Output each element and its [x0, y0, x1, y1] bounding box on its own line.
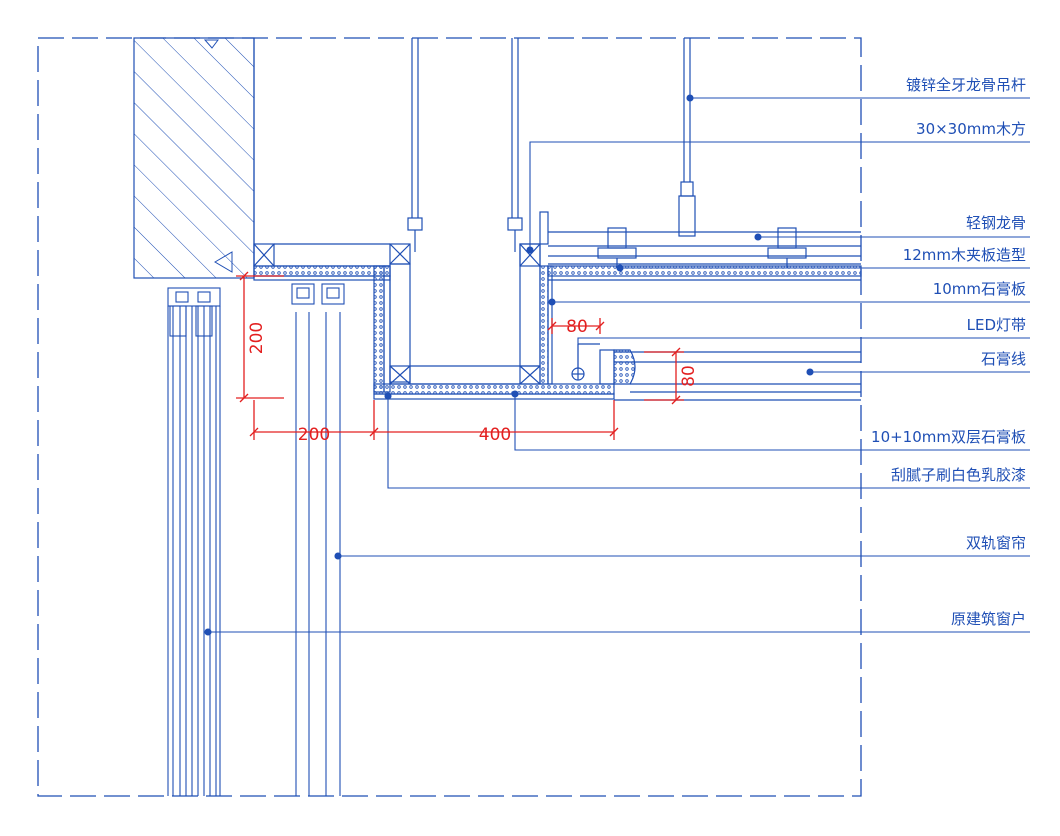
- window-frame: [167, 287, 221, 796]
- label-wood-batten: 30×30mm木方: [916, 120, 1026, 138]
- label-double-gypsum: 10+10mm双层石膏板: [871, 428, 1026, 446]
- label-light-steel-keel: 轻钢龙骨: [966, 214, 1026, 232]
- border-frame: [37, 37, 862, 797]
- label-led-strip: LED灯带: [967, 316, 1026, 334]
- dim-led-offset: 80: [566, 317, 588, 337]
- drop-ceiling-right-wall: [519, 211, 553, 385]
- leader-lines: [204, 94, 1030, 636]
- label-plywood: 12mm木夹板造型: [903, 246, 1026, 264]
- label-gypsum-moulding: 石膏线: [981, 350, 1026, 368]
- keel-brackets: [597, 227, 807, 268]
- label-paint: 刮腻子刷白色乳胶漆: [891, 466, 1026, 484]
- curtain-track: [291, 283, 345, 796]
- curtain-box: [253, 243, 391, 281]
- main-ceiling: [547, 231, 862, 281]
- dim-curtain-box-width: 200: [298, 425, 330, 445]
- label-gypsum-board: 10mm石膏板: [933, 280, 1026, 298]
- hanger-rods: [407, 38, 696, 252]
- concrete-wall: [133, 37, 255, 279]
- dim-ceiling-drop-width: 400: [479, 425, 511, 445]
- dim-moulding-height: 80: [679, 365, 699, 387]
- dimension-lines: [236, 271, 684, 440]
- led-and-moulding: [571, 343, 861, 401]
- dim-curtain-box-depth: 200: [247, 322, 267, 354]
- label-curtain: 双轨窗帘: [966, 534, 1026, 552]
- label-hanger-rod: 镀锌全牙龙骨吊杆: [906, 76, 1026, 94]
- label-window: 原建筑窗户: [951, 610, 1026, 628]
- drop-ceiling-left-wall: [373, 243, 411, 393]
- drop-ceiling-bottom: [373, 365, 615, 400]
